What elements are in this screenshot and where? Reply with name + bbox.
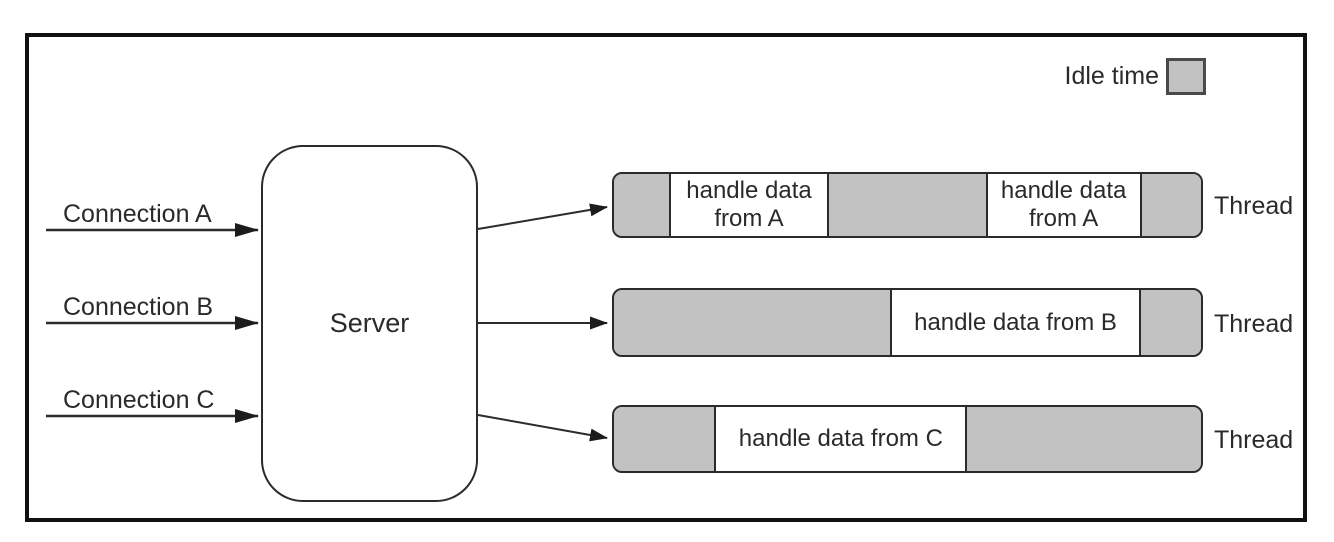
thread-b-label: Thread bbox=[1214, 310, 1294, 338]
thread-c-busy-segment: handle data from C bbox=[714, 407, 968, 471]
connection-c-label: Connection C bbox=[63, 386, 215, 414]
thread-a-idle-segment bbox=[614, 174, 669, 236]
thread-a-label: Thread bbox=[1214, 192, 1294, 220]
thread-c-idle-segment bbox=[614, 407, 715, 471]
connection-a-label: Connection A bbox=[63, 200, 212, 228]
thread-a-bar: handle data from A handle data from A bbox=[612, 172, 1203, 238]
thread-c-bar: handle data from C bbox=[612, 405, 1203, 473]
server-box: Server bbox=[261, 145, 478, 502]
thread-c-label: Thread bbox=[1214, 426, 1294, 454]
thread-a-idle-segment bbox=[1141, 174, 1201, 236]
server-label: Server bbox=[329, 308, 410, 338]
thread-a-busy-segment: handle data from A bbox=[668, 174, 830, 236]
idle-time-legend-label: Idle time bbox=[1064, 61, 1159, 90]
idle-time-swatch bbox=[1166, 57, 1206, 95]
thread-c-idle-segment bbox=[967, 407, 1201, 471]
idle-time-legend: Idle time bbox=[1060, 55, 1206, 97]
thread-a-busy-segment: handle data from A bbox=[985, 174, 1142, 236]
thread-b-idle-segment bbox=[614, 290, 890, 355]
thread-b-busy-segment: handle data from B bbox=[889, 290, 1142, 355]
thread-a-idle-segment bbox=[829, 174, 986, 236]
thread-b-bar: handle data from B bbox=[612, 288, 1203, 357]
thread-b-idle-segment bbox=[1141, 290, 1201, 355]
connection-b-label: Connection B bbox=[63, 293, 214, 321]
